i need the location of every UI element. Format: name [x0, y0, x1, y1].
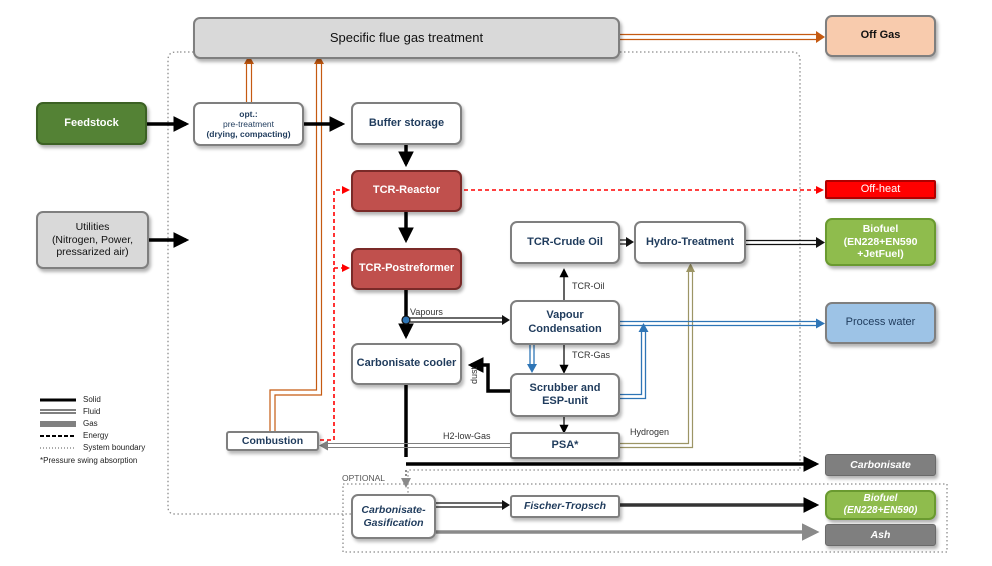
- carbonisate-output-box: Carbonisate: [825, 454, 936, 476]
- biofuel-optional-box: Biofuel (EN228+EN590): [825, 490, 936, 520]
- biofuel-box: Biofuel (EN228+EN590 +JetFuel): [825, 218, 936, 266]
- legend-gas: Gas: [83, 419, 98, 428]
- flue-gas-arrows: [245, 33, 816, 443]
- fluid-arrows: [410, 239, 816, 508]
- specific-flue-gas-treatment-box: Specific flue gas treatment: [193, 17, 620, 59]
- pretreatment-line1: opt.:: [239, 108, 258, 119]
- carbonisate-gasification-box: Carbonisate- Gasification: [351, 494, 436, 539]
- carbonisate-cooler-box: Carbonisate cooler: [351, 343, 462, 385]
- tcr-postreformer-box: TCR-Postreformer: [351, 248, 462, 290]
- process-water-box: Process water: [825, 302, 936, 344]
- legend-footnote: *Pressure swing absorption: [40, 456, 138, 465]
- ash-box: Ash: [825, 524, 936, 546]
- tcr-crude-oil-box: TCR-Crude Oil: [510, 221, 620, 264]
- tcr-gas-label: TCR-Gas: [572, 350, 610, 360]
- vapour-condensation-box: Vapour Condensation: [510, 300, 620, 345]
- feedstock-box: Feedstock: [36, 102, 147, 145]
- utilities-line3: pressarized air): [56, 246, 129, 259]
- vapours-label: Vapours: [410, 307, 443, 317]
- psa-box: PSA*: [510, 432, 620, 459]
- gasification-line1: Carbonisate-: [361, 503, 426, 516]
- legend-symbols: [40, 398, 76, 449]
- optional-label: OPTIONAL: [342, 473, 385, 483]
- biofuel-optional-line2: (EN228+EN590): [843, 505, 918, 516]
- scrubber-line2: ESP-unit: [542, 395, 588, 407]
- gasification-line2: Gasification: [363, 516, 424, 529]
- tcr-reactor-box: TCR-Reactor: [351, 170, 462, 212]
- biofuel-line1: Biofuel: [862, 223, 899, 236]
- legend-energy: Energy: [83, 431, 109, 440]
- hydrogen-label: Hydrogen: [630, 427, 670, 437]
- vapour-line1: Vapour: [546, 309, 584, 322]
- off-heat-box: Off-heat: [825, 180, 936, 199]
- scrubber-line1: Scrubber and: [529, 381, 601, 394]
- pretreatment-line2: pre-treatment: [222, 118, 275, 129]
- pretreatment-line3: (drying, compacting): [206, 129, 291, 140]
- combustion-box: Combustion: [226, 431, 319, 451]
- solid-arrows: [146, 116, 820, 472]
- pretreatment-box: opt.: pre-treatment (drying, compacting): [193, 102, 304, 146]
- tcr-oil-label: TCR-Oil: [572, 281, 605, 291]
- biofuel-line2: (EN228+EN590: [843, 235, 918, 248]
- biofuel-optional-line1: Biofuel: [863, 493, 898, 504]
- utilities-line2: (Nitrogen, Power,: [51, 233, 134, 246]
- hydro-treatment-box: Hydro-Treatment: [634, 221, 746, 264]
- buffer-storage-box: Buffer storage: [351, 102, 462, 145]
- legend-solid: Solid: [83, 395, 101, 404]
- vapour-line2: Condensation: [528, 322, 602, 335]
- utilities-line1: Utilities: [75, 221, 110, 234]
- legend-system-boundary: System boundary: [83, 443, 146, 452]
- off-gas-box: Off Gas: [825, 15, 936, 57]
- scrubber-esp-box: Scrubber and ESP-unit: [510, 373, 620, 417]
- h2-low-gas-label: H2-low-Gas: [443, 431, 491, 441]
- utilities-box: Utilities (Nitrogen, Power, pressarized …: [36, 211, 149, 269]
- legend-fluid: Fluid: [83, 407, 101, 416]
- fischer-tropsch-box: Fischer-Tropsch: [510, 495, 620, 518]
- biofuel-line3: +JetFuel): [857, 248, 904, 261]
- energy-arrows: [320, 189, 816, 441]
- dust-label: dust: [469, 366, 479, 384]
